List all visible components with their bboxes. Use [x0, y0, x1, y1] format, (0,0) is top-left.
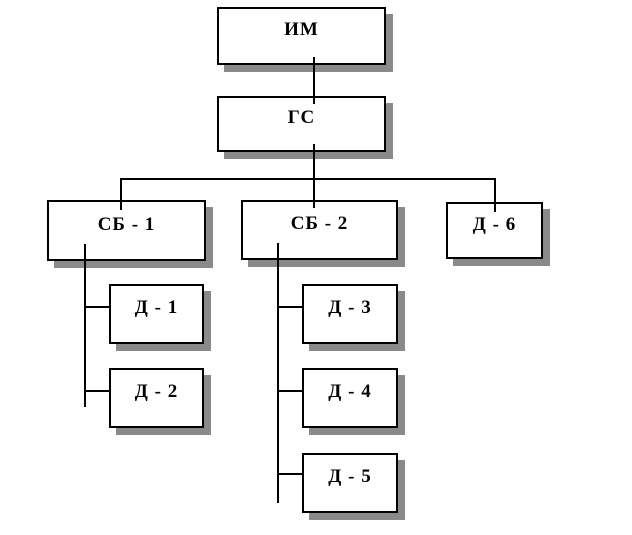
connector-im-gs — [313, 57, 315, 104]
connector-d4-stub — [277, 390, 304, 392]
node-gs: ГС — [217, 96, 386, 152]
connector-d1-stub — [84, 306, 111, 308]
node-d-5: Д - 5 — [302, 453, 398, 513]
node-sb-2: СБ - 2 — [241, 200, 398, 260]
node-sb-1-label: СБ - 1 — [97, 213, 156, 235]
connector-d5-stub — [277, 473, 304, 475]
connector-sb1-trunk — [84, 244, 86, 407]
node-sb-1: СБ - 1 — [47, 200, 206, 261]
node-d-4-label: Д - 4 — [328, 381, 372, 402]
node-d-1-label: Д - 1 — [134, 297, 179, 318]
node-sb-2-label: СБ - 2 — [290, 213, 349, 234]
node-d-3: Д - 3 — [302, 284, 398, 344]
node-d-2: Д - 2 — [109, 368, 204, 428]
connector-sb1-drop — [120, 178, 122, 210]
connector-d2-stub — [84, 390, 111, 392]
connector-gs-down — [313, 144, 315, 208]
connector-d6-drop — [494, 178, 496, 212]
node-d-2-label: Д - 2 — [134, 381, 179, 402]
node-im-label: ИМ — [284, 19, 319, 40]
node-d-5-label: Д - 5 — [328, 466, 372, 487]
connector-d3-stub — [277, 306, 304, 308]
node-im: ИМ — [217, 7, 386, 65]
node-d-1: Д - 1 — [109, 284, 204, 344]
node-d-4: Д - 4 — [302, 368, 398, 428]
node-gs-label: ГС — [287, 107, 316, 128]
connector-level2-rail — [120, 178, 496, 180]
node-d-6-label: Д - 6 — [472, 213, 517, 235]
node-d-3-label: Д - 3 — [328, 297, 372, 318]
connector-sb2-trunk — [277, 243, 279, 503]
